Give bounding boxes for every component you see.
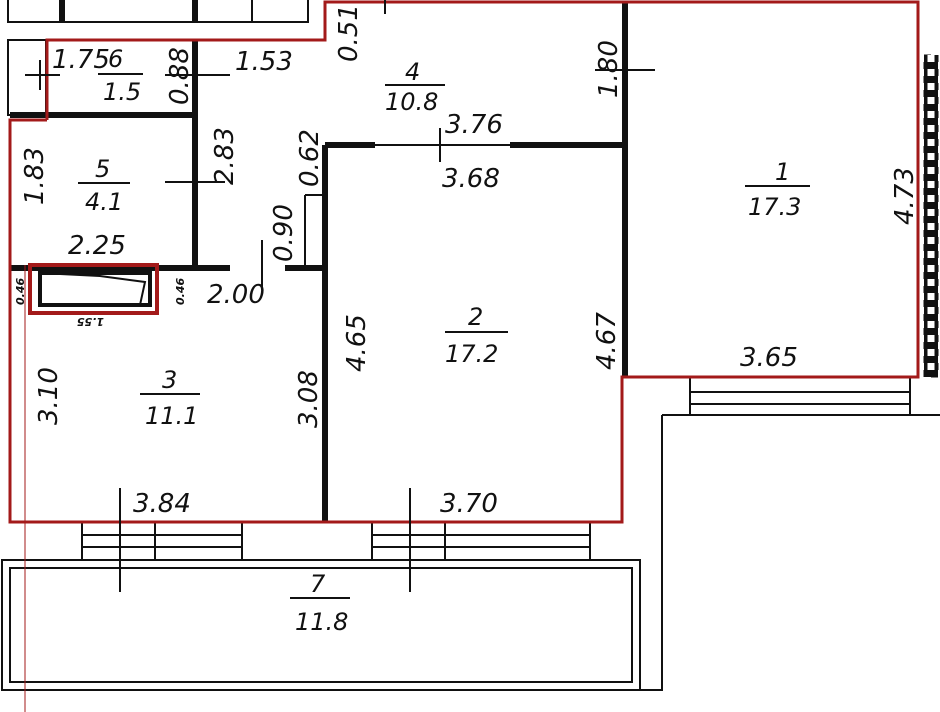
dim-label: 3.70 [440,489,498,519]
room-number: 7 [310,570,326,598]
dim-label: 0.62 [295,129,325,187]
dim-label: 1.55 [77,315,104,328]
dim-label: 0.88 [165,47,195,105]
dim-label: 4.67 [592,312,622,370]
room-area: 1.5 [103,78,141,106]
dim-label: 3.84 [133,489,191,519]
room-number: 5 [95,155,110,183]
dim-label: 3.10 [34,367,64,425]
apartment-boundary [8,0,920,524]
dim-label: 4.65 [342,314,372,372]
room-number: 2 [468,303,483,331]
dim-label: 2.00 [207,280,265,310]
room-area: 11.1 [145,402,198,430]
dim-label: 2.83 [210,127,240,185]
room-area: 17.3 [748,193,801,221]
dimension-labels: 1.75 1.53 3.76 3.68 2.25 2.00 3.65 3.84 … [14,4,920,519]
room-area: 4.1 [85,188,123,216]
room-number: 4 [405,58,420,86]
dim-label: 1.53 [235,47,293,77]
room-label-4: 4 10.8 [385,58,445,116]
room-label-6: 6 1.5 [98,45,143,106]
cabinet [28,263,159,315]
room-label-3: 3 11.1 [140,366,200,430]
room-area: 10.8 [385,88,438,116]
dim-label: 3.68 [442,164,500,194]
room-label-1: 1 17.3 [745,158,810,221]
dim-label: 3.76 [445,110,503,140]
dim-label: 4.73 [890,167,920,225]
dim-label: 0.46 [14,278,27,305]
room-area: 17.2 [445,340,498,368]
dim-label: 3.65 [740,343,798,373]
room-number: 3 [162,366,177,394]
dim-label: 0.90 [269,204,299,262]
room-area: 11.8 [295,608,348,636]
dim-label: 0.46 [174,278,187,305]
room-label-2: 2 17.2 [445,303,508,368]
room-number: 1 [775,158,790,186]
dim-label: 1.83 [20,147,50,205]
dim-label: 0.51 [334,4,364,62]
room-number: 6 [108,45,123,73]
dim-label: 3.08 [294,370,324,428]
dim-label: 1.80 [594,40,624,98]
dimension-ticks [24,0,655,712]
windows [81,376,940,691]
room-label-5: 5 4.1 [78,155,130,216]
room-label-7: 7 11.8 [290,570,350,636]
balcony [1,559,641,691]
dim-label: 1.75 [52,45,110,75]
dim-label: 2.25 [68,231,126,261]
exterior-wall-hatched [923,54,939,378]
